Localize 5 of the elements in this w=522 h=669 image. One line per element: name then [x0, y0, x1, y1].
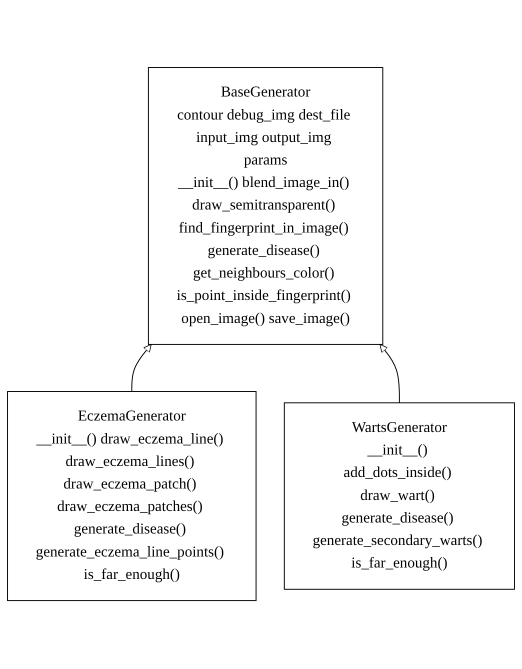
node-box: BaseGenerator contour debug_img dest_file input_img output_img params __init__() blend_image_in() draw_semitransparent() find_fingerprint_in_image() generate_disease() get_neighbours_color() is_point_inside_fingerprint() open_image() save_image() — [148, 68, 384, 346]
node-box: WartsGenerator __init__() add_dots_inside() draw_wart() generate_disease() generate_secondary_warts() is_far_enough() — [284, 402, 515, 590]
arrow — [131, 344, 152, 392]
arrow — [380, 344, 400, 404]
node-box: EczemaGenerator __init__() draw_eczema_line() draw_eczema_lines() draw_eczema_patch() draw_eczema_patches() generate_disease() generate_eczema_line_points() is_far_enough() — [7, 391, 257, 602]
